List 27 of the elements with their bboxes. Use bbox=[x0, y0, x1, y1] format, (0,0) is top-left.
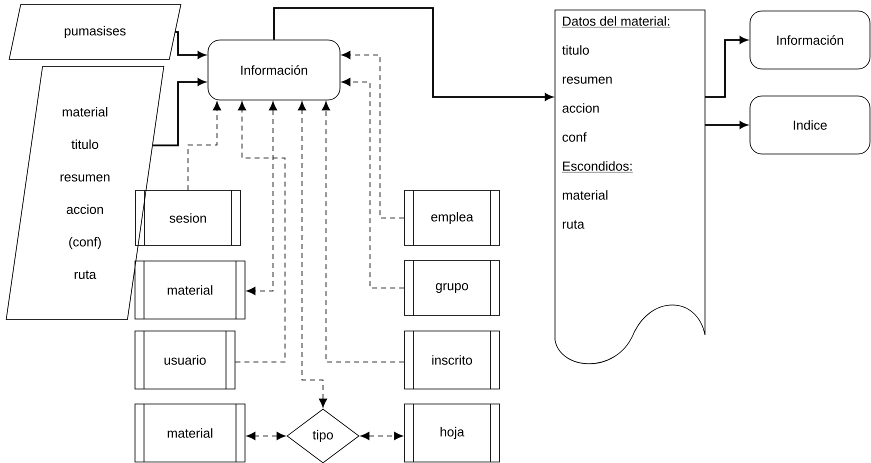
arrow bbox=[152, 78, 206, 146]
process-box: usuario bbox=[134, 330, 236, 390]
input-parallelogram: pumasises bbox=[8, 4, 182, 60]
input-parallelogram: material titulo resumen accion (conf) ruta bbox=[6, 66, 164, 320]
arrow bbox=[705, 121, 748, 129]
arrow bbox=[360, 432, 404, 440]
process-box: inscrito bbox=[404, 330, 500, 390]
arrow bbox=[322, 101, 404, 362]
process-box: emplea bbox=[404, 190, 500, 246]
arrow bbox=[298, 101, 328, 408]
process-box: grupo bbox=[404, 260, 500, 316]
arrow bbox=[705, 36, 748, 98]
rounded-box: Información bbox=[750, 10, 870, 70]
rounded-box: Información bbox=[208, 40, 340, 100]
rounded-box: Indice bbox=[750, 96, 870, 154]
arrow bbox=[235, 101, 286, 362]
process-box: sesion bbox=[135, 190, 241, 246]
arrow bbox=[176, 31, 206, 59]
process-box: material bbox=[134, 260, 246, 320]
arrow bbox=[341, 50, 404, 218]
process-box: material bbox=[134, 404, 246, 462]
arrow bbox=[188, 101, 222, 190]
arrow bbox=[273, 7, 553, 101]
arrow bbox=[341, 78, 404, 288]
arrow bbox=[246, 432, 286, 440]
arrow bbox=[246, 101, 278, 296]
process-box: hoja bbox=[404, 404, 500, 462]
